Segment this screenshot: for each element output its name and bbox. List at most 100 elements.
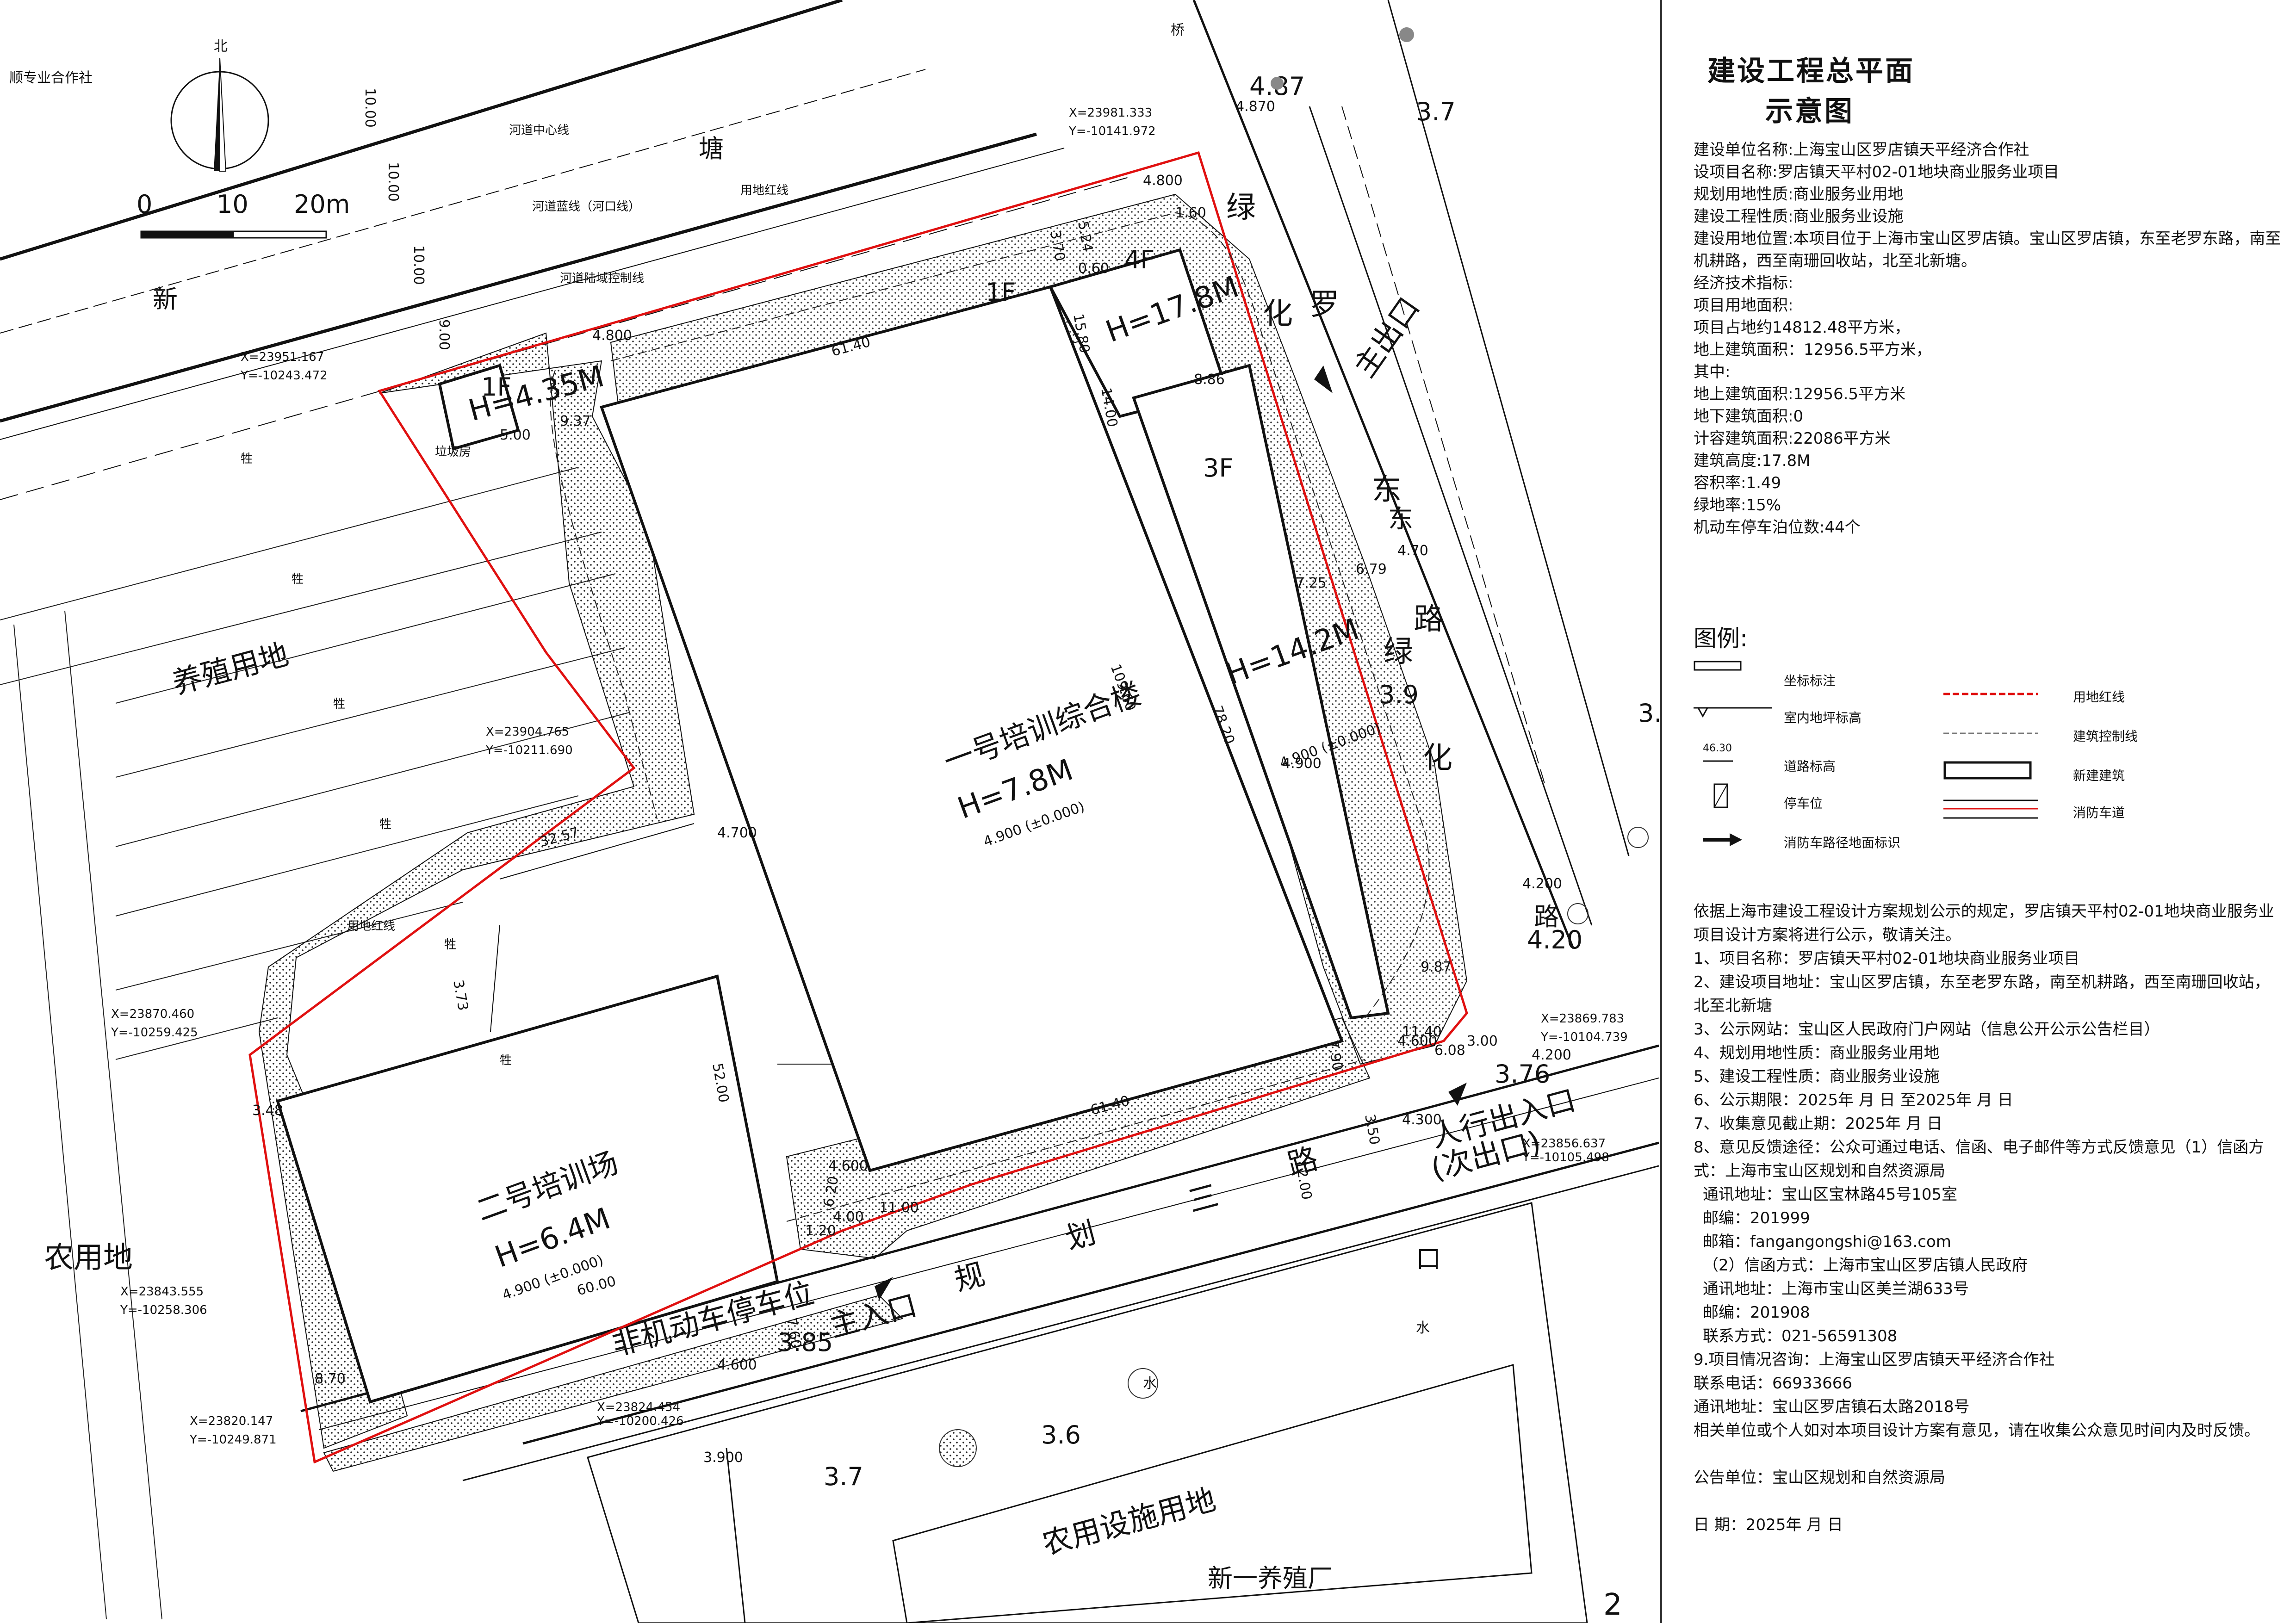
notice-line: 依据上海市建设工程设计方案规划公示的规定，罗店镇天平村02-01地块商业服务业项… (1694, 902, 2274, 944)
svg-text:牲: 牲 (379, 818, 391, 831)
info-line: 设项目名称:罗店镇天平村02-01地块商业服务业项目 (1694, 163, 2060, 181)
info-line: 项目用地面积: (1694, 296, 1793, 315)
redline-label-n: 用地红线 (740, 184, 788, 198)
scale-20m: 20m (294, 190, 350, 219)
legend-fireroad-label: 消防车道 (2073, 805, 2125, 820)
svg-text:6.79: 6.79 (1356, 561, 1387, 577)
river-blue-label: 河道蓝线（河口线） (532, 200, 640, 214)
farm-name: 新一养殖厂 (1208, 1564, 1333, 1593)
svg-text:2: 2 (1603, 1588, 1622, 1622)
svg-text:X=23843.555: X=23843.555 (120, 1285, 204, 1299)
svg-text:4.00: 4.00 (833, 1209, 864, 1225)
road-east-9: 路 (1534, 902, 1559, 931)
info-line: 建设工程性质:商业服务业设施 (1694, 207, 1904, 226)
notice-line: 通讯地址：宝山区宝林路45号105室 (1703, 1185, 1958, 1204)
svg-text:4.900: 4.900 (1282, 756, 1322, 772)
road-level-value: 46.30 (1703, 743, 1732, 754)
svg-text:Y=-10243.472: Y=-10243.472 (240, 369, 328, 383)
road-east-2: 化 (1263, 297, 1293, 331)
legend-road-label: 道路标高 (1784, 759, 1836, 774)
notice-line: 4、规划用地性质：商业服务业用地 (1694, 1044, 1940, 1062)
river-center-label: 河道中心线 (509, 124, 569, 137)
svg-text:牲: 牲 (241, 452, 253, 466)
svg-text:8.70: 8.70 (315, 1371, 346, 1387)
misc-labels: 牲 牲 牲 牲 牲 牲 口 水 水 2 (241, 452, 1622, 1622)
south-lots (587, 1202, 1588, 1623)
fire-lane-icon (1943, 799, 2038, 819)
building-4-floors: 3F (1203, 453, 1233, 483)
legend-parking-label: 停车位 (1784, 796, 1823, 811)
elevations: 4.870 4.800 4.800 4.700 4.600 4.600 4.30… (592, 99, 1571, 1466)
svg-text:3.00: 3.00 (1467, 1033, 1498, 1049)
notice-line (1694, 1490, 2281, 1513)
info-line: 计容建筑面积:22086平方米 (1694, 429, 1891, 448)
svg-text:3.48: 3.48 (252, 1103, 283, 1119)
road-east-5: 东 (1388, 504, 1413, 533)
svg-text:4.70: 4.70 (1397, 543, 1428, 559)
svg-text:10.00: 10.00 (385, 162, 401, 202)
svg-text:3.7: 3.7 (1416, 97, 1456, 126)
svg-text:3.: 3. (1638, 699, 1659, 728)
info-line: 项目占地约14812.48平方米， (1694, 318, 1911, 337)
road-east-3: 罗 (1309, 288, 1339, 322)
coordinates: X=23981.333 Y=-10141.972 X=23951.167 Y=-… (111, 106, 1628, 1447)
svg-text:4.600: 4.600 (1397, 1033, 1437, 1049)
info-line: 绿地率:15% (1694, 496, 1781, 514)
legend-control-label: 建筑控制线 (2073, 729, 2138, 744)
main-entry-arrow (875, 1277, 893, 1300)
main-entry-label: 主入口 (826, 1288, 921, 1344)
svg-text:牲: 牲 (333, 697, 345, 711)
legend-title: 图例: (1694, 625, 1748, 652)
notice-line: 6、公示期限：2025年 月 日 至2025年 月 日 (1694, 1091, 2013, 1109)
coord-symbol-icon (1694, 661, 1742, 671)
svg-text:3.76: 3.76 (1495, 1059, 1550, 1089)
internal-roads (550, 212, 1430, 1222)
garbage-room: 垃圾房 (435, 445, 471, 459)
notice-line: 邮编：201999 (1703, 1209, 1810, 1227)
site-plan-drawing: 北 0 10 20m 顺专业合作社 桥 塘 新 河道中心线 河道蓝线（河口线） … (0, 0, 1659, 1623)
svg-text:0.60: 0.60 (1078, 260, 1109, 277)
notice-line: 相关单位或个人如对本项目设计方案有意见，请在收集公众意见时间内及时反馈。 (1694, 1421, 2260, 1440)
road-south-2: 三 (1185, 1178, 1222, 1219)
scale-0: 0 (137, 190, 152, 219)
notice-line (1694, 1443, 2281, 1466)
building-5-floors: 1F (481, 372, 511, 402)
svg-text:X=23870.460: X=23870.460 (111, 1007, 194, 1021)
svg-text:4.300: 4.300 (1402, 1112, 1442, 1128)
coop-label: 顺专业合作社 (9, 70, 93, 86)
notice-line: 3、公示网站：宝山区人民政府门户网站（信息公开公示公告栏目） (1694, 1020, 2160, 1039)
svg-text:11.40: 11.40 (1402, 1024, 1442, 1040)
svg-text:11.00: 11.00 (879, 1200, 919, 1216)
land-aquaculture: 养殖用地 (169, 638, 292, 701)
notice-line: （2）信函方式：上海市宝山区罗店镇人民政府 (1703, 1256, 2028, 1275)
svg-text:3.50: 3.50 (1361, 1113, 1383, 1146)
svg-text:牲: 牲 (500, 1053, 512, 1067)
north-arrow (170, 57, 269, 172)
svg-text:9.87: 9.87 (1421, 959, 1452, 975)
info-line: 其中: (1694, 363, 1731, 381)
notice-line: 通讯地址：宝山区罗店镇石太路2018号 (1694, 1398, 1970, 1416)
land-farm-facility: 农用设施用地 (1039, 1483, 1219, 1562)
road-level-icon (1703, 760, 1733, 762)
info-line: 经济技术指标: (1694, 274, 1793, 292)
scale-10: 10 (217, 190, 248, 219)
notice-line: 9.项目情况咨询：上海宝山区罗店镇天平经济合作社 (1694, 1350, 2055, 1369)
building-1-floors: 1F (986, 278, 1016, 307)
svg-text:Y=-10249.871: Y=-10249.871 (189, 1433, 277, 1447)
notice-line: 联系方式：021-56591308 (1703, 1327, 1898, 1345)
indoor-level-icon (1694, 707, 1772, 718)
notice-line: 邮编：201908 (1703, 1303, 1810, 1322)
building-3-floors: 4F (1124, 245, 1154, 274)
svg-text:4.700: 4.700 (717, 825, 757, 841)
info-line: 地下建筑面积:0 (1694, 407, 1804, 426)
svg-text:4.600: 4.600 (717, 1357, 757, 1373)
svg-text:5.00: 5.00 (500, 427, 531, 443)
notice-line: 日 期：2025年 月 日 (1694, 1516, 1843, 1534)
panel-divider (1660, 0, 1662, 1623)
notice-line: 2、建设项目地址：宝山区罗店镇，东至老罗东路，南至机耕路，西至南珊回收站，北至北… (1694, 973, 2270, 1015)
building-5 (438, 364, 520, 451)
scale-bar (140, 230, 327, 239)
svg-text:水: 水 (1143, 1375, 1157, 1392)
building-2 (276, 974, 779, 1404)
svg-text:3.9: 3.9 (1379, 680, 1419, 709)
